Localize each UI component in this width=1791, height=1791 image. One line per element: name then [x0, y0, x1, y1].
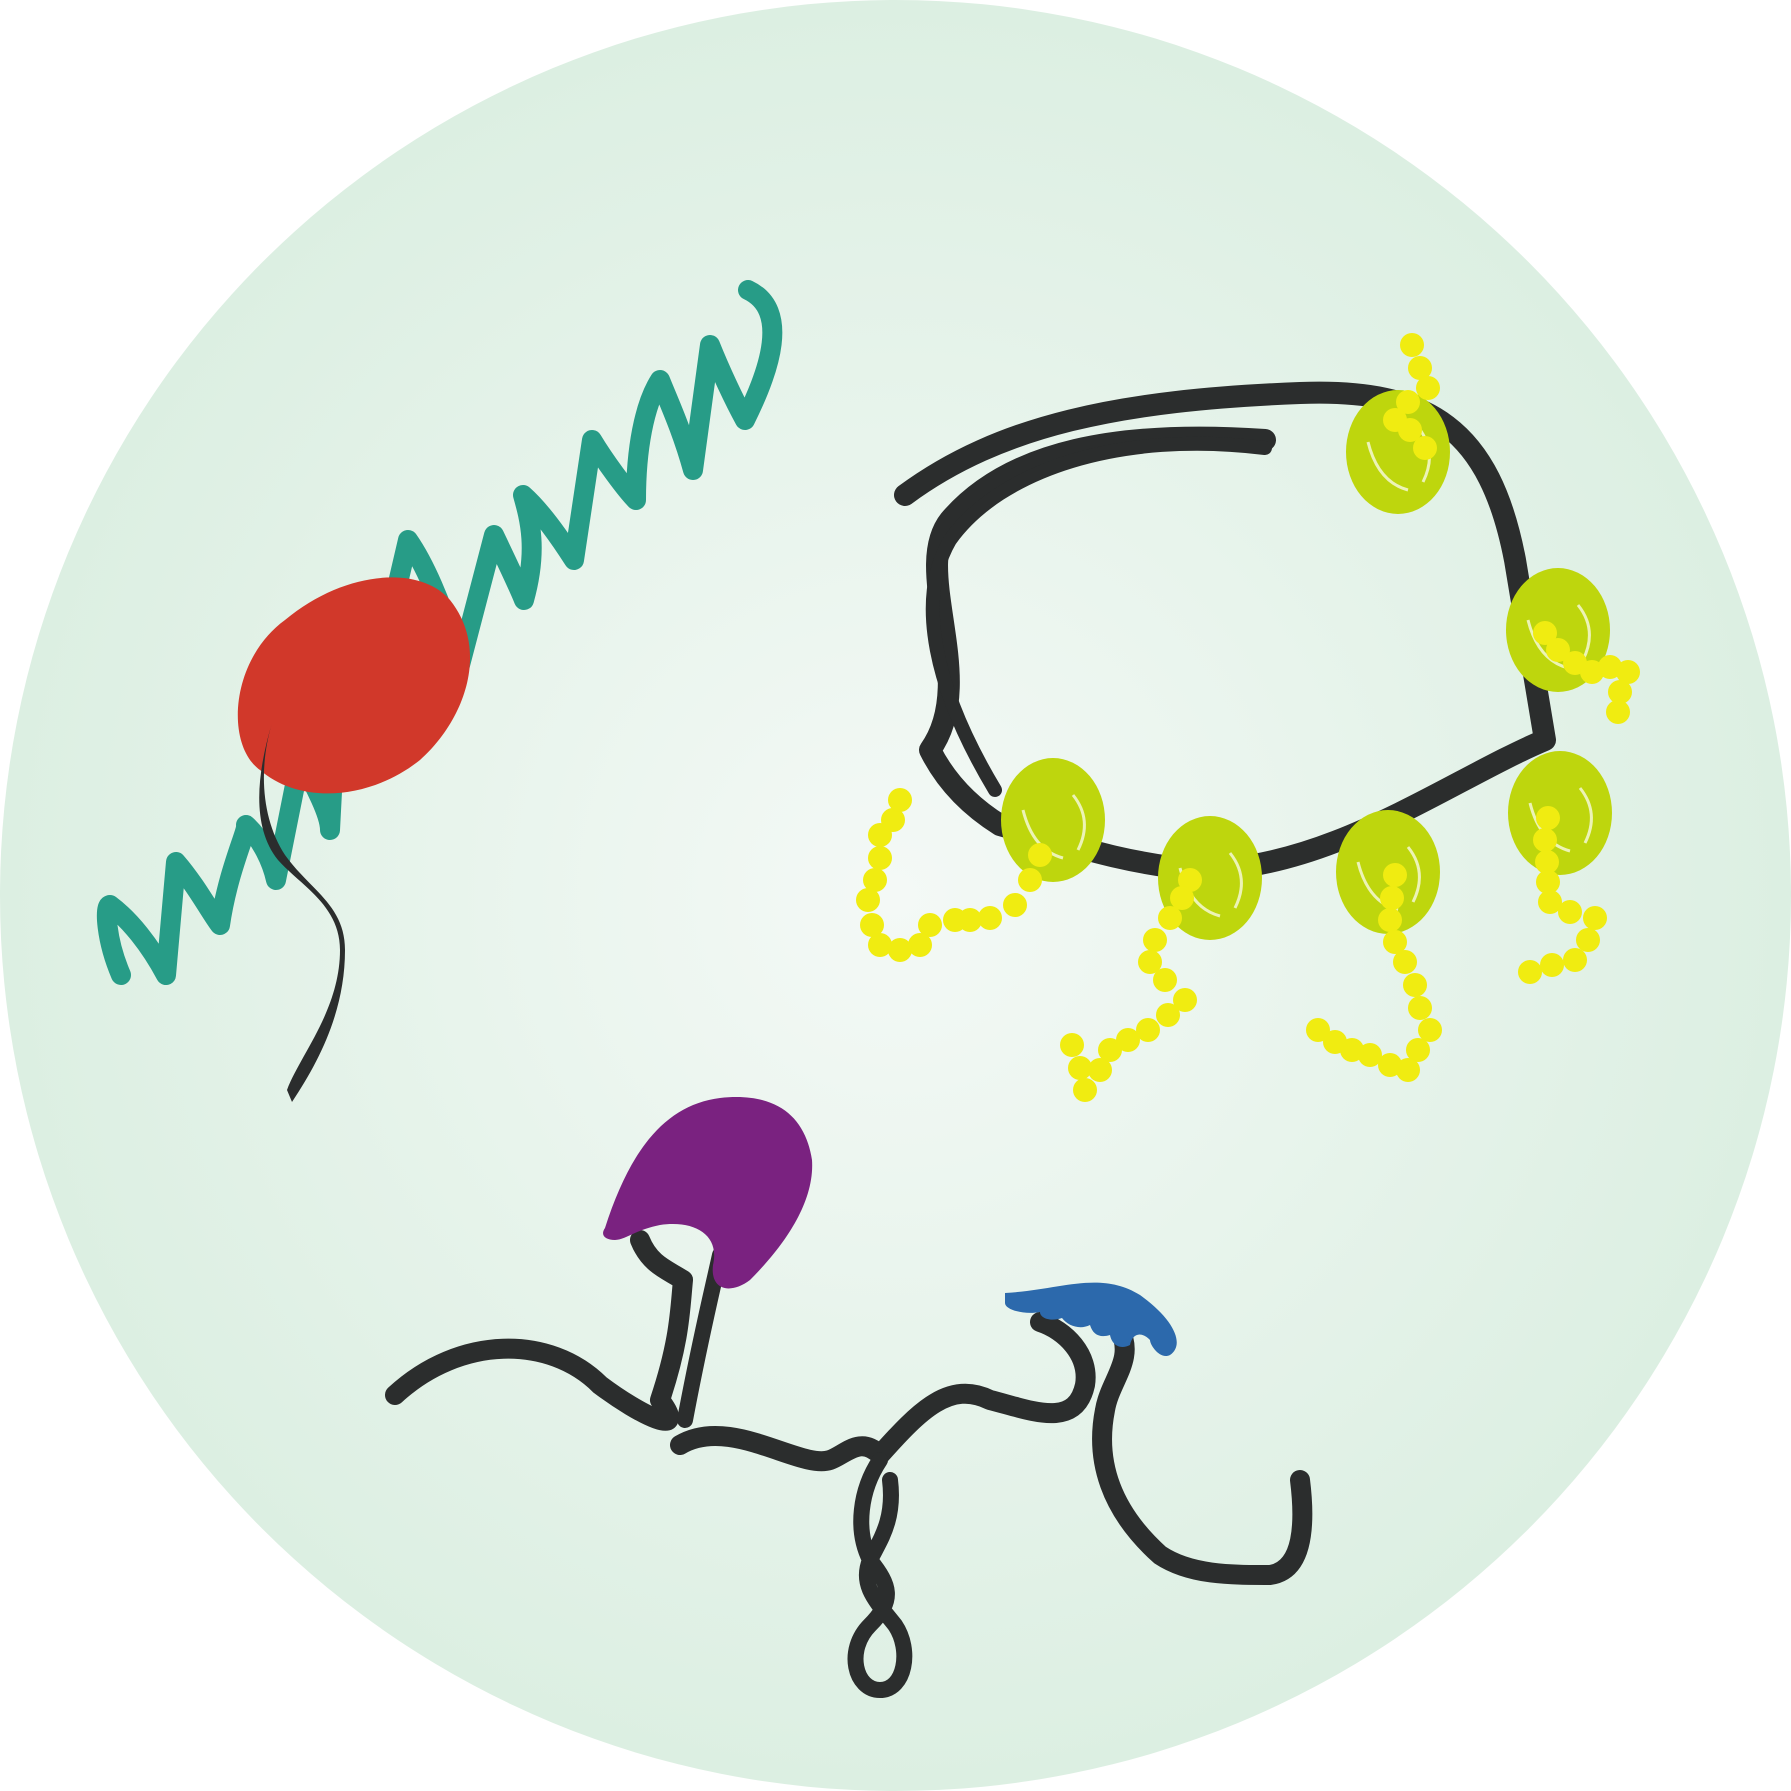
yellow-bead-icon [1408, 356, 1432, 380]
yellow-bead-icon [1538, 890, 1562, 914]
yellow-bead-icon [1378, 908, 1402, 932]
yellow-bead-icon [888, 938, 912, 962]
yellow-bead-icon [1616, 660, 1640, 684]
dna-strand-right-tail [1092, 1320, 1313, 1585]
yellow-bead-icon [1536, 870, 1560, 894]
yellow-bead-icon [881, 808, 905, 832]
yellow-bead-icon [1178, 868, 1202, 892]
yellow-bead-icon [1088, 1058, 1112, 1082]
yellow-bead-icon [1398, 418, 1422, 442]
yellow-bead-icon [1580, 660, 1604, 684]
yellow-bead-icon [908, 933, 932, 957]
red-protein-blob-icon [237, 577, 471, 794]
chromatin-fiber-inner [925, 436, 1272, 797]
yellow-bead-icon [1156, 1003, 1180, 1027]
yellow-bead-icon [1418, 1018, 1442, 1042]
nucleosome-icon [1001, 758, 1105, 882]
yellow-bead-icon [1073, 1078, 1097, 1102]
yellow-bead-icon [1378, 1053, 1402, 1077]
yellow-bead-icon [1306, 1018, 1330, 1042]
yellow-bead-icon [1546, 638, 1570, 662]
nucleosome-highlight [1526, 604, 1591, 670]
yellow-bead-icon [1400, 333, 1424, 357]
yellow-bead-icon [978, 906, 1002, 930]
yellow-bead-icon [1536, 806, 1560, 830]
yellow-bead-icon [1383, 930, 1407, 954]
yellow-bead-icon [1533, 621, 1557, 645]
yellow-bead-icon [1406, 1038, 1430, 1062]
yellow-bead-icon [888, 788, 912, 812]
yellow-bead-icon [1608, 680, 1632, 704]
yellow-bead-icon [1138, 950, 1162, 974]
yellow-bead-icon [1396, 390, 1420, 414]
yellow-bead-icon [1153, 968, 1177, 992]
yellow-bead-icon [1535, 850, 1559, 874]
yellow-bead-icon [1323, 1030, 1347, 1054]
teal-zigzag-strand-icon [96, 280, 783, 985]
yellow-bead-icon [1598, 655, 1622, 679]
yellow-bead-icon [1416, 376, 1440, 400]
yellow-bead-icon [1068, 1056, 1092, 1080]
yellow-bead-icon [868, 933, 892, 957]
yellow-bead-icon [860, 913, 884, 937]
yellow-bead-icon [1518, 960, 1542, 984]
yellow-bead-icon [1136, 1018, 1160, 1042]
yellow-bead-icon [1583, 906, 1607, 930]
yellow-bead-icon [856, 888, 880, 912]
yellow-bead-icon [863, 868, 887, 892]
bottom-dna-group [385, 1097, 1313, 1698]
yellow-bead-icon [1358, 1043, 1382, 1067]
yellow-bead-icon [1606, 700, 1630, 724]
yellow-bead-icon [1098, 1038, 1122, 1062]
yellow-bead-icon [1533, 828, 1557, 852]
yellow-bead-icon [1403, 973, 1427, 997]
yellow-bead-tails-group [856, 333, 1640, 1102]
yellow-bead-icon [868, 846, 892, 870]
purple-protein-icon [603, 1097, 813, 1289]
red-protein-group [237, 577, 471, 1102]
yellow-bead-icon [943, 908, 967, 932]
blue-protein-icon [1005, 1282, 1177, 1357]
yellow-bead-icon [1028, 843, 1052, 867]
yellow-bead-icon [1393, 950, 1417, 974]
yellow-bead-icon [1563, 948, 1587, 972]
yellow-bead-icon [1576, 928, 1600, 952]
teal-zigzag-group [96, 280, 783, 985]
yellow-bead-icon [1158, 906, 1182, 930]
yellow-bead-icon [1018, 868, 1042, 892]
dna-strand-main [670, 1312, 1096, 1472]
yellow-bead-icon [1396, 1058, 1420, 1082]
yellow-bead-icon [1383, 863, 1407, 887]
yellow-bead-icon [1003, 893, 1027, 917]
nucleosome-icon [1508, 751, 1612, 875]
yellow-bead-icon [1408, 996, 1432, 1020]
dna-strand-knot [847, 1452, 913, 1698]
yellow-bead-icon [1380, 886, 1404, 910]
nucleosome-highlight [1021, 794, 1086, 860]
dna-strand-icon [385, 1230, 693, 1431]
yellow-bead-icon [918, 913, 942, 937]
yellow-bead-icon [1116, 1028, 1140, 1052]
yellow-bead-icon [1143, 928, 1167, 952]
yellow-bead-icon [1413, 436, 1437, 460]
yellow-bead-icon [1558, 900, 1582, 924]
yellow-bead-icon [1170, 886, 1194, 910]
yellow-bead-icon [1060, 1033, 1084, 1057]
yellow-bead-icon [1540, 953, 1564, 977]
nucleosome-icon [1346, 390, 1450, 514]
yellow-bead-icon [1173, 988, 1197, 1012]
